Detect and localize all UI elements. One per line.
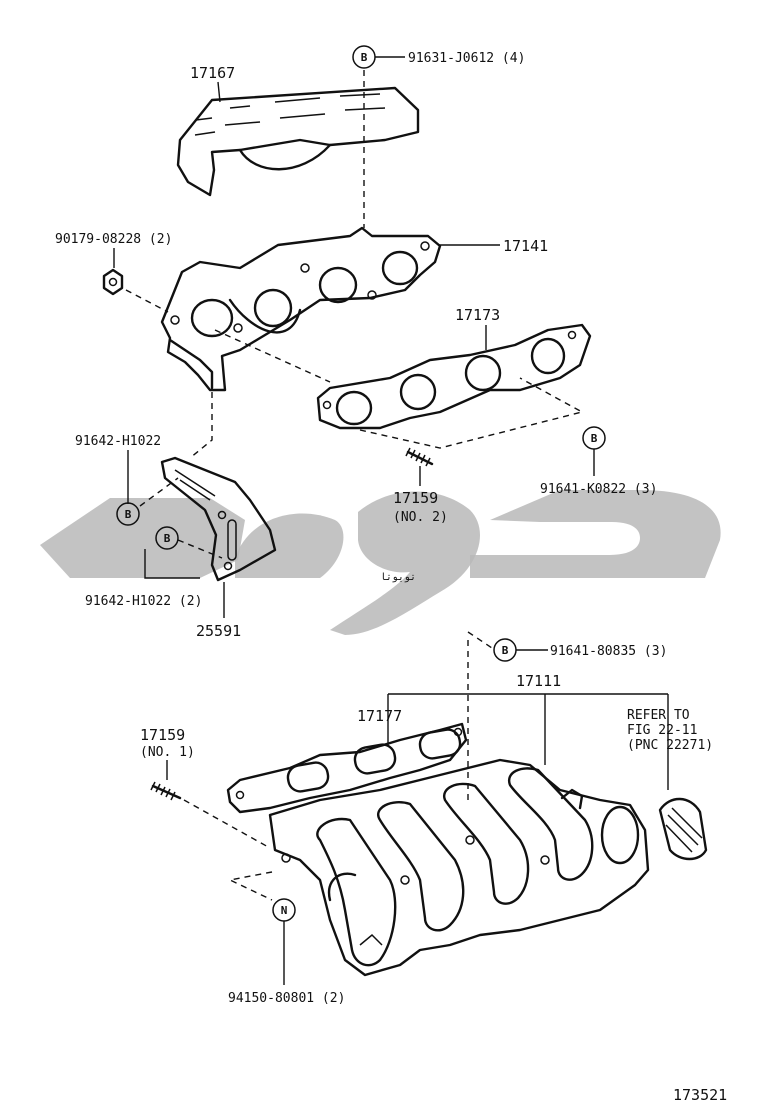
tag-b-bracket-lower: B xyxy=(164,532,171,545)
reference-note-line1: REFER TO xyxy=(627,708,690,723)
label-17159-no2: 17159 xyxy=(393,489,438,507)
nut-tag-intake[interactable]: N xyxy=(272,898,296,922)
tag-n-intake: N xyxy=(281,904,288,917)
reference-note-line3: (PNC 22271) xyxy=(627,738,713,753)
intake-gasket-17177[interactable] xyxy=(226,722,468,814)
nut-90179-08228[interactable] xyxy=(102,268,124,296)
stud-17159-no1[interactable] xyxy=(150,781,182,801)
bolt-tag-bracket-upper[interactable]: B xyxy=(116,502,140,526)
tag-b-exhaust-gasket: B xyxy=(591,432,598,445)
label-17177: 17177 xyxy=(357,707,402,725)
bolt-tag-insulator[interactable]: B xyxy=(352,45,376,69)
label-17159-no2-note: (NO. 2) xyxy=(393,510,448,525)
label-17159-no1: 17159 xyxy=(140,726,185,744)
label-25591: 25591 xyxy=(196,622,241,640)
label-91641-80835: 91641-80835 (3) xyxy=(550,644,667,659)
label-91631-J0612: 91631-J0612 (4) xyxy=(408,51,525,66)
label-17173: 17173 xyxy=(455,306,500,324)
heat-insulator-17167[interactable] xyxy=(176,86,420,197)
label-91641-K0822: 91641-K0822 (3) xyxy=(540,482,657,497)
watermark-text: تویوتا xyxy=(380,572,416,583)
watermark-logo: تویوتا xyxy=(40,490,721,635)
tag-b-insulator: B xyxy=(361,51,368,64)
bracket-25591[interactable] xyxy=(160,456,277,582)
label-91642-H1022-lower: 91642-H1022 (2) xyxy=(85,594,202,609)
throttle-body-gasket[interactable] xyxy=(658,797,708,861)
bolt-tag-bracket-lower[interactable]: B xyxy=(155,526,179,550)
reference-note-line2: FIG 22-11 xyxy=(627,723,697,738)
figure-number: 173521 xyxy=(673,1086,727,1104)
tag-b-bracket-upper: B xyxy=(125,508,132,521)
label-91642-H1022-upper: 91642-H1022 xyxy=(75,434,161,449)
label-90179-08228: 90179-08228 (2) xyxy=(55,232,172,247)
label-17111: 17111 xyxy=(516,672,561,690)
exhaust-manifold-17141[interactable] xyxy=(160,226,442,392)
label-94150-80801: 94150-80801 (2) xyxy=(228,991,345,1006)
label-17159-no1-note: (NO. 1) xyxy=(140,745,195,760)
intake-manifold-17111[interactable] xyxy=(268,758,650,977)
tag-b-intake: B xyxy=(502,644,509,657)
stud-17159-no2[interactable] xyxy=(405,447,434,467)
label-17167: 17167 xyxy=(190,64,235,82)
exhaust-gasket-17173[interactable] xyxy=(316,323,592,430)
label-17141: 17141 xyxy=(503,237,548,255)
bolt-tag-exhaust-gasket[interactable]: B xyxy=(582,426,606,450)
bolt-tag-intake[interactable]: B xyxy=(493,638,517,662)
